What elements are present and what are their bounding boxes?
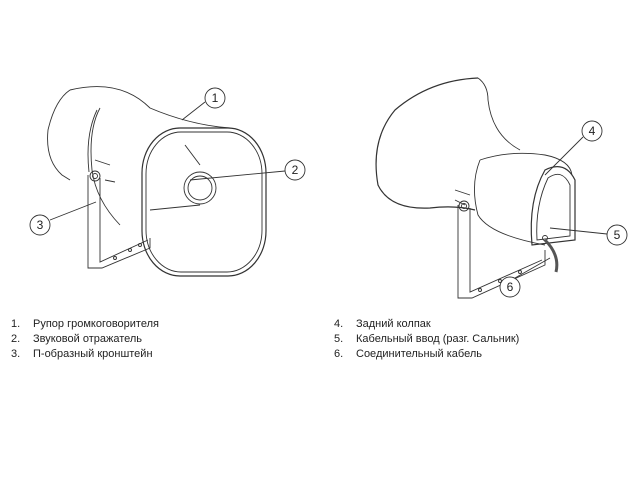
- svg-text:4: 4: [589, 124, 596, 138]
- legend-item: 5. Кабельный ввод (разг. Сальник): [334, 332, 519, 347]
- callout-3: 3: [29, 214, 51, 236]
- legend-right: 4. Задний колпак 5. Кабельный ввод (разг. …: [334, 317, 519, 362]
- svg-text:5: 5: [614, 228, 621, 242]
- bracket-u-shape: [457, 200, 546, 299]
- leader-lines: [49, 101, 608, 279]
- legend-number: 2.: [11, 333, 21, 345]
- legend-label: Звуковой отражатель: [33, 333, 143, 345]
- bracket-u-shape: [87, 170, 151, 269]
- callout-2: 2: [284, 159, 306, 181]
- legend-item: 2. Звуковой отражатель: [11, 332, 159, 347]
- speaker-front-view: [47, 86, 267, 277]
- legend-label: Рупор громкоговорителя: [33, 318, 159, 330]
- callout-1: 1: [204, 87, 226, 109]
- legend-label: П-образный кронштейн: [33, 348, 153, 360]
- legend-label: Соединительный кабель: [356, 348, 482, 360]
- callout-5: 5: [606, 224, 628, 246]
- callout-6: 6: [499, 276, 521, 298]
- svg-text:3: 3: [37, 218, 44, 232]
- legend-item: 4. Задний колпак: [334, 317, 519, 332]
- cable-gland: [542, 235, 559, 273]
- legend-label: Кабельный ввод (разг. Сальник): [356, 333, 520, 345]
- speaker-rear-view: [375, 77, 576, 299]
- speaker-diagram: 1 2 3 4 5 6: [29, 77, 628, 299]
- svg-text:1: 1: [212, 91, 219, 105]
- legend-left: 1. Рупор громкоговорителя 2. Звуковой отра…: [11, 317, 159, 362]
- legend-item: 1. Рупор громкоговорителя: [11, 317, 159, 332]
- legend-label: Задний колпак: [356, 318, 431, 330]
- legend-number: 3.: [11, 348, 21, 360]
- legend-number: 6.: [334, 348, 344, 360]
- legend-number: 5.: [334, 333, 344, 345]
- legend-number: 4.: [334, 318, 344, 330]
- legend-item: 6. Соединительный кабель: [334, 347, 519, 362]
- svg-text:6: 6: [507, 280, 514, 294]
- legend-item: 3. П-образный кронштейн: [11, 347, 159, 362]
- svg-text:2: 2: [292, 163, 299, 177]
- legend-number: 1.: [11, 318, 21, 330]
- callout-4: 4: [581, 120, 603, 142]
